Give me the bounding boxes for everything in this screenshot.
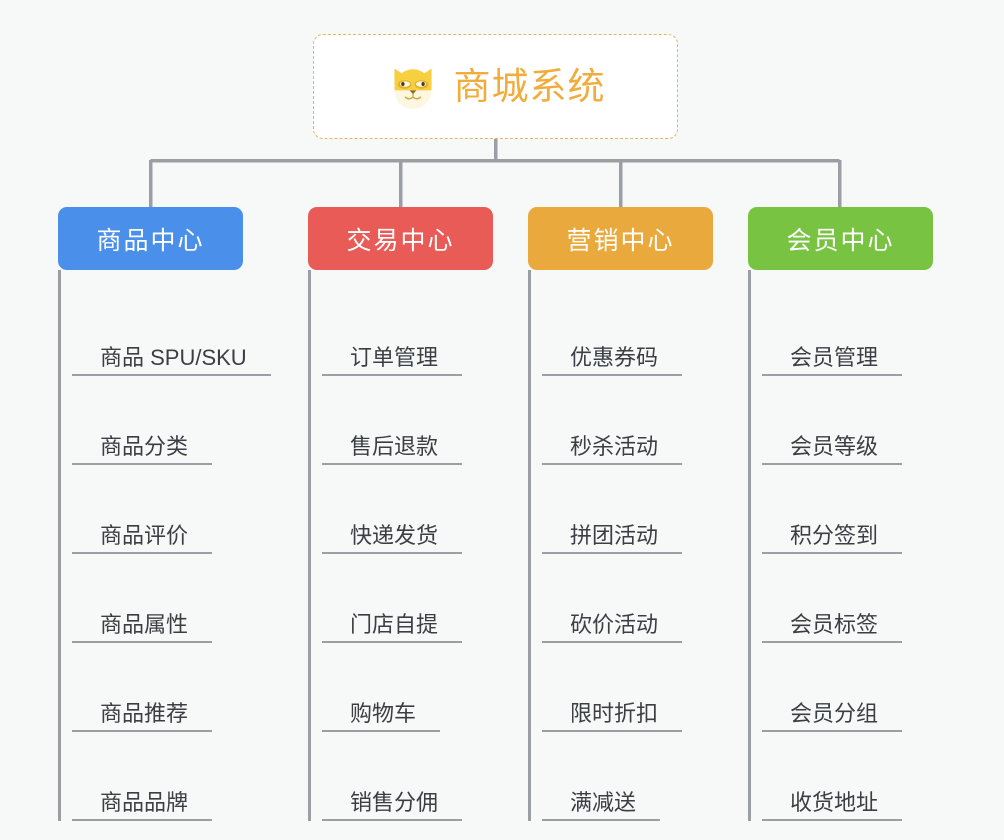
- leaf-label: 商品属性: [100, 611, 189, 637]
- leaf-item[interactable]: 商品推荐: [72, 643, 278, 732]
- leaf-label: 购物车: [350, 700, 417, 726]
- leaf-underline: [542, 730, 683, 732]
- leaf-item[interactable]: 商品属性: [72, 554, 278, 643]
- branch-column: 商品中心 商品 SPU/SKU 商品分类 商品评价 商品属性 商品推荐: [58, 207, 278, 821]
- leaf-underline: [762, 730, 903, 732]
- leaf-item[interactable]: 会员管理: [762, 287, 968, 376]
- leaf-underline: [72, 463, 213, 465]
- leaf-label: 会员管理: [790, 344, 879, 370]
- leaf-underline: [322, 730, 441, 732]
- root-title: 商城系统: [453, 66, 606, 107]
- leaf-underline: [542, 552, 683, 554]
- leaf-item[interactable]: 商品评价: [72, 465, 278, 554]
- leaf-item[interactable]: 售后退款: [322, 376, 528, 465]
- leaf-underline: [542, 641, 683, 643]
- leaf-label: 限时折扣: [570, 700, 659, 726]
- branch-spine: [308, 270, 311, 821]
- leaf-label: 积分签到: [790, 522, 879, 548]
- leaf-label: 门店自提: [350, 611, 439, 637]
- leaf-item[interactable]: 砍价活动: [542, 554, 748, 643]
- leaf-item[interactable]: 会员分组: [762, 643, 968, 732]
- leaf-item[interactable]: 门店自提: [322, 554, 528, 643]
- leaf-item[interactable]: 收货地址: [762, 732, 968, 821]
- root-node[interactable]: 商城系统: [313, 34, 678, 139]
- leaf-label: 会员标签: [790, 611, 879, 637]
- category-label: 营销中心: [566, 226, 675, 255]
- category-label: 交易中心: [346, 226, 455, 255]
- shiba-dog-face-icon: [393, 67, 432, 109]
- branch-column: 营销中心 优惠券码 秒杀活动 拼团活动 砍价活动 限时折扣: [528, 207, 748, 821]
- leaf-underline: [762, 819, 903, 821]
- leaf-label: 会员等级: [790, 433, 879, 459]
- leaf-label: 订单管理: [350, 344, 439, 370]
- leaf-underline: [322, 641, 463, 643]
- leaf-label: 优惠券码: [570, 344, 659, 370]
- leaf-underline: [762, 374, 903, 376]
- category-header[interactable]: 交易中心: [308, 207, 493, 270]
- leaf-label: 销售分佣: [350, 789, 439, 815]
- leaf-list: 会员管理 会员等级 积分签到 会员标签 会员分组 收货地址: [748, 270, 968, 821]
- leaf-label: 快递发货: [350, 522, 439, 548]
- branch-spine: [528, 270, 531, 821]
- leaf-underline: [322, 463, 463, 465]
- leaf-list: 优惠券码 秒杀活动 拼团活动 砍价活动 限时折扣 满减送: [528, 270, 748, 821]
- leaf-underline: [322, 819, 463, 821]
- leaf-label: 商品推荐: [100, 700, 189, 726]
- category-header[interactable]: 会员中心: [748, 207, 933, 270]
- leaf-label: 拼团活动: [570, 522, 659, 548]
- leaf-underline: [542, 374, 683, 376]
- branch-spine: [58, 270, 61, 821]
- leaf-item[interactable]: 商品分类: [72, 376, 278, 465]
- leaf-item[interactable]: 会员标签: [762, 554, 968, 643]
- leaf-item[interactable]: 购物车: [322, 643, 528, 732]
- leaf-item[interactable]: 满减送: [542, 732, 748, 821]
- leaf-label: 商品分类: [100, 433, 189, 459]
- leaf-item[interactable]: 积分签到: [762, 465, 968, 554]
- leaf-item[interactable]: 销售分佣: [322, 732, 528, 821]
- leaf-underline: [542, 463, 683, 465]
- leaf-label: 商品 SPU/SKU: [100, 344, 247, 370]
- category-label: 会员中心: [786, 226, 895, 255]
- leaf-list: 订单管理 售后退款 快递发货 门店自提 购物车 销售分佣: [308, 270, 528, 821]
- leaf-list: 商品 SPU/SKU 商品分类 商品评价 商品属性 商品推荐 商品品牌: [58, 270, 278, 821]
- branch-column: 会员中心 会员管理 会员等级 积分签到 会员标签 会员分组: [748, 207, 968, 821]
- leaf-label: 会员分组: [790, 700, 879, 726]
- leaf-label: 秒杀活动: [570, 433, 659, 459]
- leaf-label: 满减送: [570, 789, 637, 815]
- leaf-underline: [322, 552, 463, 554]
- leaf-item[interactable]: 会员等级: [762, 376, 968, 465]
- leaf-item[interactable]: 商品品牌: [72, 732, 278, 821]
- leaf-underline: [72, 374, 271, 376]
- leaf-underline: [542, 819, 661, 821]
- leaf-item[interactable]: 快递发货: [322, 465, 528, 554]
- leaf-label: 商品品牌: [100, 789, 189, 815]
- leaf-label: 售后退款: [350, 433, 439, 459]
- leaf-underline: [72, 730, 213, 732]
- leaf-item[interactable]: 优惠券码: [542, 287, 748, 376]
- leaf-item[interactable]: 限时折扣: [542, 643, 748, 732]
- leaf-label: 收货地址: [790, 789, 879, 815]
- leaf-item[interactable]: 秒杀活动: [542, 376, 748, 465]
- leaf-underline: [762, 641, 903, 643]
- category-header[interactable]: 营销中心: [528, 207, 713, 270]
- leaf-item[interactable]: 订单管理: [322, 287, 528, 376]
- leaf-item[interactable]: 拼团活动: [542, 465, 748, 554]
- leaf-item[interactable]: 商品 SPU/SKU: [72, 287, 278, 376]
- leaf-underline: [72, 819, 213, 821]
- leaf-label: 商品评价: [100, 522, 189, 548]
- category-label: 商品中心: [96, 226, 205, 255]
- leaf-underline: [72, 641, 213, 643]
- leaf-underline: [762, 552, 903, 554]
- branch-column: 交易中心 订单管理 售后退款 快递发货 门店自提 购物车: [308, 207, 528, 821]
- leaf-underline: [762, 463, 903, 465]
- leaf-underline: [322, 374, 463, 376]
- leaf-label: 砍价活动: [570, 611, 659, 637]
- branch-spine: [748, 270, 751, 821]
- leaf-underline: [72, 552, 213, 554]
- category-header[interactable]: 商品中心: [58, 207, 243, 270]
